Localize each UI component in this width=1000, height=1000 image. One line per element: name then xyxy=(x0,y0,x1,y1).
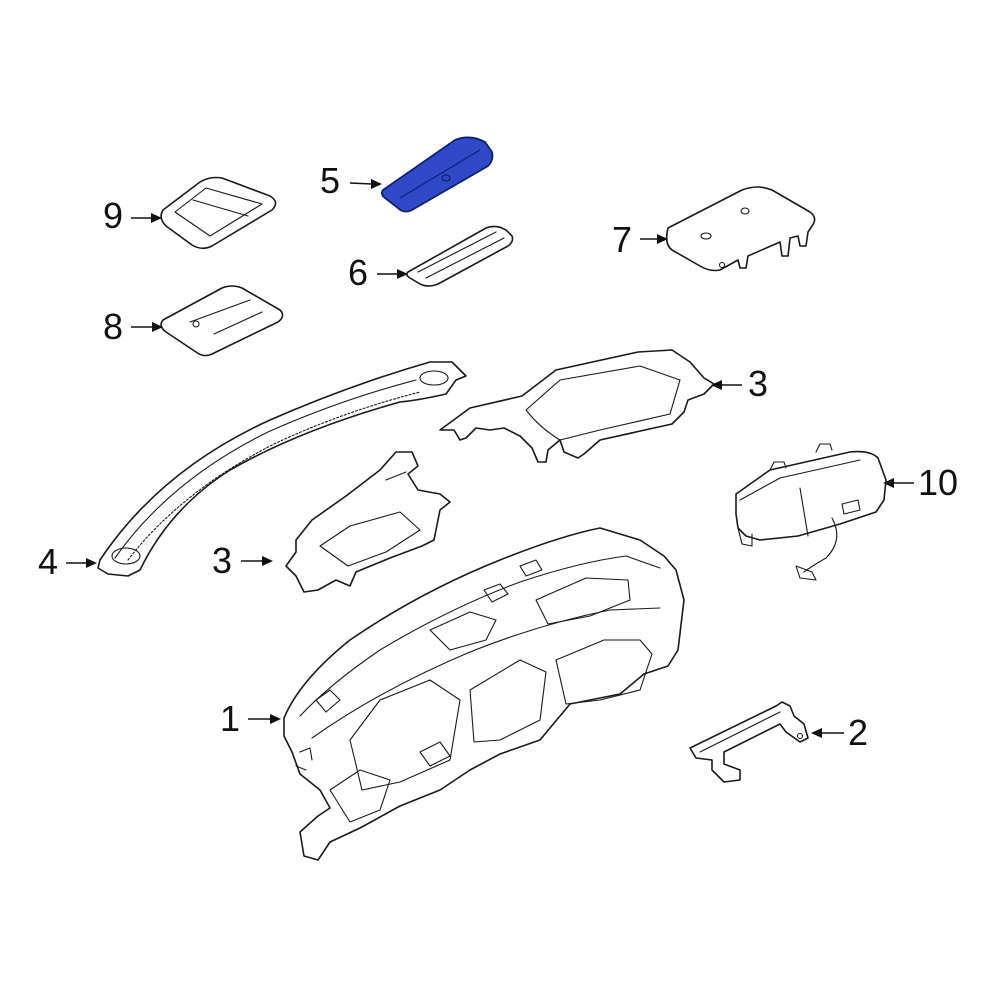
callout-5: 5 xyxy=(320,160,382,201)
callout-number-3-lower: 3 xyxy=(212,540,232,581)
callout-number-9: 9 xyxy=(103,195,123,236)
part-8-pad[interactable] xyxy=(160,285,284,357)
part-10-airbag-module[interactable] xyxy=(735,443,887,581)
callout-number-3-upper: 3 xyxy=(748,363,768,404)
part-7-panel[interactable] xyxy=(665,186,816,272)
callout-9: 9 xyxy=(103,195,162,236)
callout-1: 1 xyxy=(220,698,281,739)
callout-3-lower: 3 xyxy=(212,540,273,581)
callout-8: 8 xyxy=(103,306,163,347)
callout-number-10: 10 xyxy=(918,462,958,503)
part-2-bracket[interactable] xyxy=(689,701,809,783)
callout-number-5: 5 xyxy=(320,160,340,201)
callout-number-7: 7 xyxy=(612,219,632,260)
callout-number-1: 1 xyxy=(220,698,240,739)
part-3-upper-panel[interactable] xyxy=(439,349,715,463)
callout-number-4: 4 xyxy=(38,541,58,582)
part-3-console-upper[interactable] xyxy=(285,451,451,593)
callout-4: 4 xyxy=(38,541,97,582)
callout-number-6: 6 xyxy=(348,252,368,293)
callout-7: 7 xyxy=(612,219,668,260)
part-1-instrument-panel[interactable] xyxy=(283,527,685,861)
callout-number-2: 2 xyxy=(848,712,868,753)
callout-10: 10 xyxy=(883,462,958,503)
callout-number-8: 8 xyxy=(103,306,123,347)
callout-6: 6 xyxy=(348,252,408,293)
part-9-cover[interactable] xyxy=(160,176,277,250)
part-4-trim-strip[interactable] xyxy=(97,361,467,577)
callout-2: 2 xyxy=(811,712,868,753)
callout-3-upper: 3 xyxy=(711,363,768,404)
part-5-cover-highlighted[interactable] xyxy=(380,136,494,213)
part-6-trim[interactable] xyxy=(406,225,514,287)
